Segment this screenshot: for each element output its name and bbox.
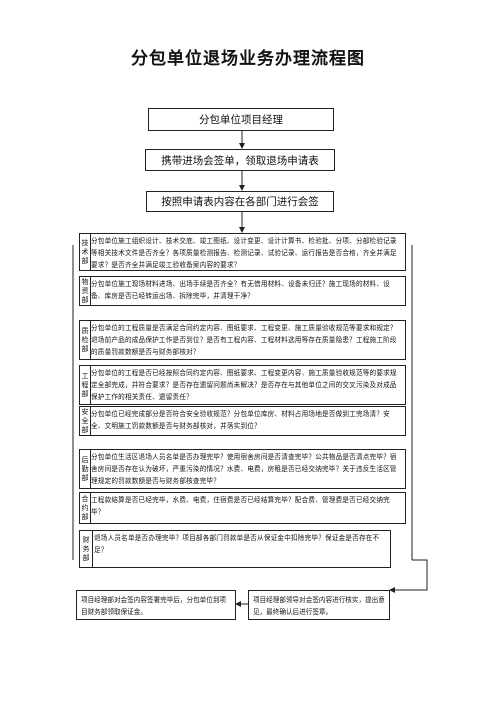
step-countersign-label: 按照申请表内容在各部门进行会签	[161, 196, 319, 208]
page-title: 分包单位退场业务办理流程图	[131, 49, 365, 69]
dept-materials-text: 分包单位施工现场材料进场、出场手续是否齐全？有无借用材料、设备未归还？施工现场的…	[91, 280, 390, 300]
dept-technical: 技术部 分包单位施工组织设计、技术交底、竣工图纸、设计变更、设计计算书、检验批、…	[79, 233, 406, 271]
dept-logistics-text: 分包单位生活区退场人员名单是否办理完毕？使用宿舍房间是否清查完毕？公共物品是否清…	[91, 453, 397, 485]
dept-quality: 质检部 分包单位的工程质量是否满足合同约定内容、图纸要求、工程变更、施工质量验收…	[79, 320, 406, 360]
step-project-manager-label: 分包单位项目经理	[199, 114, 283, 126]
dept-quality-label: 质检部	[80, 321, 91, 359]
final-step-review-sign-text: 项目经理部领导对会签内容进行核实，提出意见，最终确认后进行签章。	[253, 596, 385, 616]
dept-safety: 安全部 分包单位已经完成部分是否符合安全验收规范？分包单位库房、材料占用场地是否…	[79, 406, 406, 436]
dept-contracts-label: 合约部	[80, 493, 91, 523]
final-step-collect-deposit-text: 项目经理部对会签内容签署完毕后，分包单位到项目财务部领取保证金。	[81, 596, 227, 616]
dept-logistics: 后勤部 分包单位生活区退场人员名单是否办理完毕？使用宿舍房间是否清查完毕？公共物…	[79, 449, 406, 489]
dept-materials: 物资部 分包单位施工现场材料进场、出场手续是否齐全？有无借用材料、设备未归还？施…	[79, 276, 406, 306]
final-step-review-sign: 项目经理部领导对会签内容进行核实，提出意见，最终确认后进行签章。	[248, 590, 390, 620]
dept-technical-label: 技术部	[80, 234, 91, 270]
step-get-exit-form: 携带进场会签单，领取退场申请表	[145, 149, 335, 171]
dept-materials-label: 物资部	[80, 277, 91, 305]
step-get-exit-form-label: 携带进场会签单，领取退场申请表	[161, 154, 319, 167]
dept-safety-label: 安全部	[80, 407, 91, 435]
step-countersign: 按照申请表内容在各部门进行会签	[146, 191, 334, 212]
dept-contracts-text: 工程款结算是否已经完毕，水费、电费，住宿费是否已经结算完毕？配合费、管理费是否已…	[91, 496, 390, 516]
dept-quality-text: 分包单位的工程质量是否满足合同约定内容、图纸要求、工程变更、施工质量验收规范等要…	[91, 324, 397, 356]
dept-safety-text: 分包单位已经完成部分是否符合安全验收规范？分包单位库房、材料占用场地是否做到工完…	[91, 410, 390, 430]
dept-finance: 财务部 退场人员名单是否办理完毕？项目部各部门罚款单是否从保证金中扣除完毕？保证…	[79, 530, 391, 568]
dept-finance-text: 退场人员名单是否办理完毕？项目部各部门罚款单是否从保证金中扣除完毕？保证金是否存…	[94, 534, 380, 554]
dept-contracts: 合约部 工程款结算是否已经完毕，水费、电费，住宿费是否已经结算完毕？配合费、管理…	[79, 492, 406, 524]
dept-engineering-label: 工程部	[80, 366, 91, 404]
dept-finance-label: 财务部	[80, 531, 93, 567]
step-project-manager: 分包单位项目经理	[148, 108, 334, 131]
dept-logistics-label: 后勤部	[80, 450, 91, 488]
dept-engineering-text: 分包单位的工程是否已经按照合同约定内容、图纸要求、工程变更内容、施工质量验收规范…	[91, 369, 397, 401]
final-step-collect-deposit: 项目经理部对会签内容签署完毕后，分包单位到项目财务部领取保证金。	[76, 590, 236, 620]
dept-engineering: 工程部 分包单位的工程是否已经按照合同约定内容、图纸要求、工程变更内容、施工质量…	[79, 365, 406, 405]
dept-technical-text: 分包单位施工组织设计、技术交底、竣工图纸、设计变更、设计计算书、检验批、分项、分…	[91, 237, 397, 269]
